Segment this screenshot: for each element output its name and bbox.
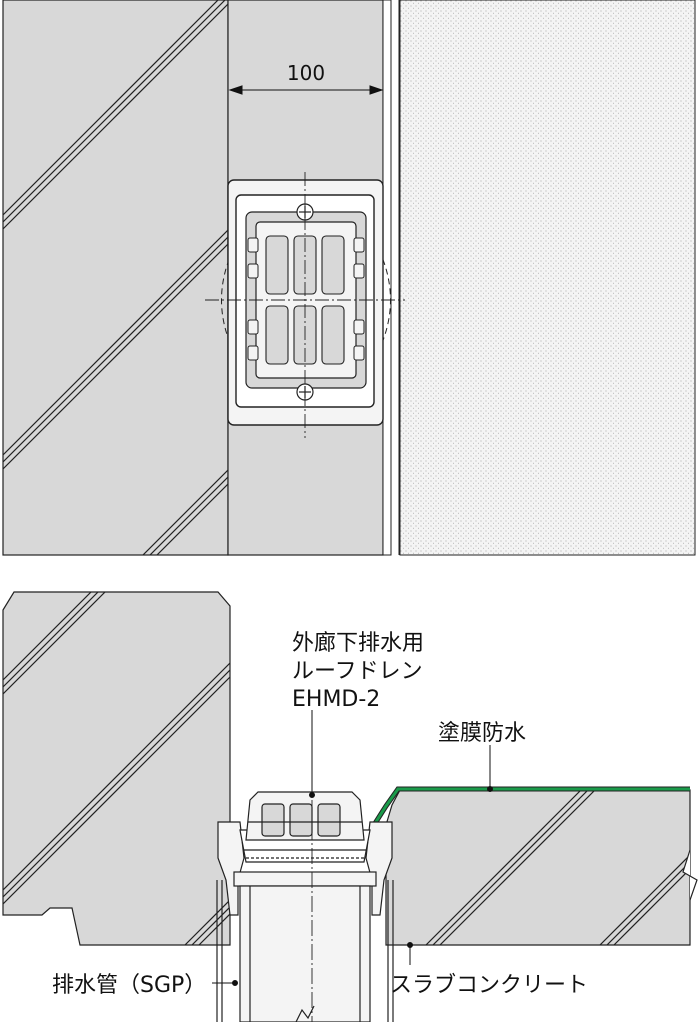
drain-label-line-3: EHMD-2: [292, 687, 380, 712]
pipe-label: 排水管（SGP）: [52, 973, 206, 998]
section-hatch-right: [386, 790, 690, 945]
dimension-100: [228, 85, 384, 95]
leader-lines: [212, 710, 493, 986]
plan-plaster-wall: [399, 0, 696, 556]
drain-grate: [205, 172, 405, 438]
plan-gap: [382, 0, 392, 556]
waterproof-label: 塗膜防水: [438, 721, 526, 746]
plan-hatch: [3, 0, 228, 555]
break-line: [682, 849, 698, 901]
drain-label-line-1: 外廊下排水用: [292, 631, 424, 656]
dimension-label: 100: [287, 61, 325, 85]
drain-pipe: [216, 880, 394, 1022]
plan-view: 100: [2, 0, 696, 556]
section-hatch-left: [3, 592, 230, 945]
section-concrete-left: [2, 591, 231, 946]
roof-drain-body: [217, 791, 393, 916]
plan-concrete-left: [2, 0, 229, 556]
section-view: 外廊下排水用 ルーフドレン EHMD-2 塗膜防水 排水管（SGP） スラブコン…: [2, 591, 698, 1022]
drain-label-line-2: ルーフドレン: [292, 659, 423, 684]
slab-label: スラブコンクリート: [390, 973, 588, 998]
section-slab-right: [385, 789, 691, 946]
